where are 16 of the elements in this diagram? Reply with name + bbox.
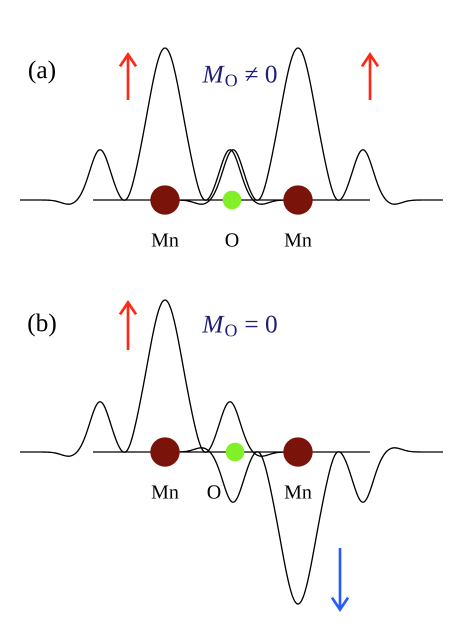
node-label: Mn xyxy=(152,233,179,247)
node-label: O xyxy=(208,485,220,499)
panel-label: (a) xyxy=(29,60,55,84)
manganese-atom: Mn xyxy=(283,437,313,499)
moment-label: M$_{O}$ ≠ 0 xyxy=(202,66,276,86)
node-label: O xyxy=(226,233,238,247)
oxygen-atom: O xyxy=(208,442,244,499)
oxygen-atom: O xyxy=(222,190,242,247)
manganese-atom: Mn xyxy=(283,185,313,247)
node-label: Mn xyxy=(284,485,312,499)
panel-label: (b) xyxy=(28,314,56,336)
node-label: Mn xyxy=(284,233,312,247)
manganese-atom: Mn xyxy=(150,437,180,499)
manganese-atom: Mn xyxy=(150,185,180,247)
node-label: Mn xyxy=(152,485,179,499)
moment-label: M$_{O}$ = 0 xyxy=(202,316,277,336)
